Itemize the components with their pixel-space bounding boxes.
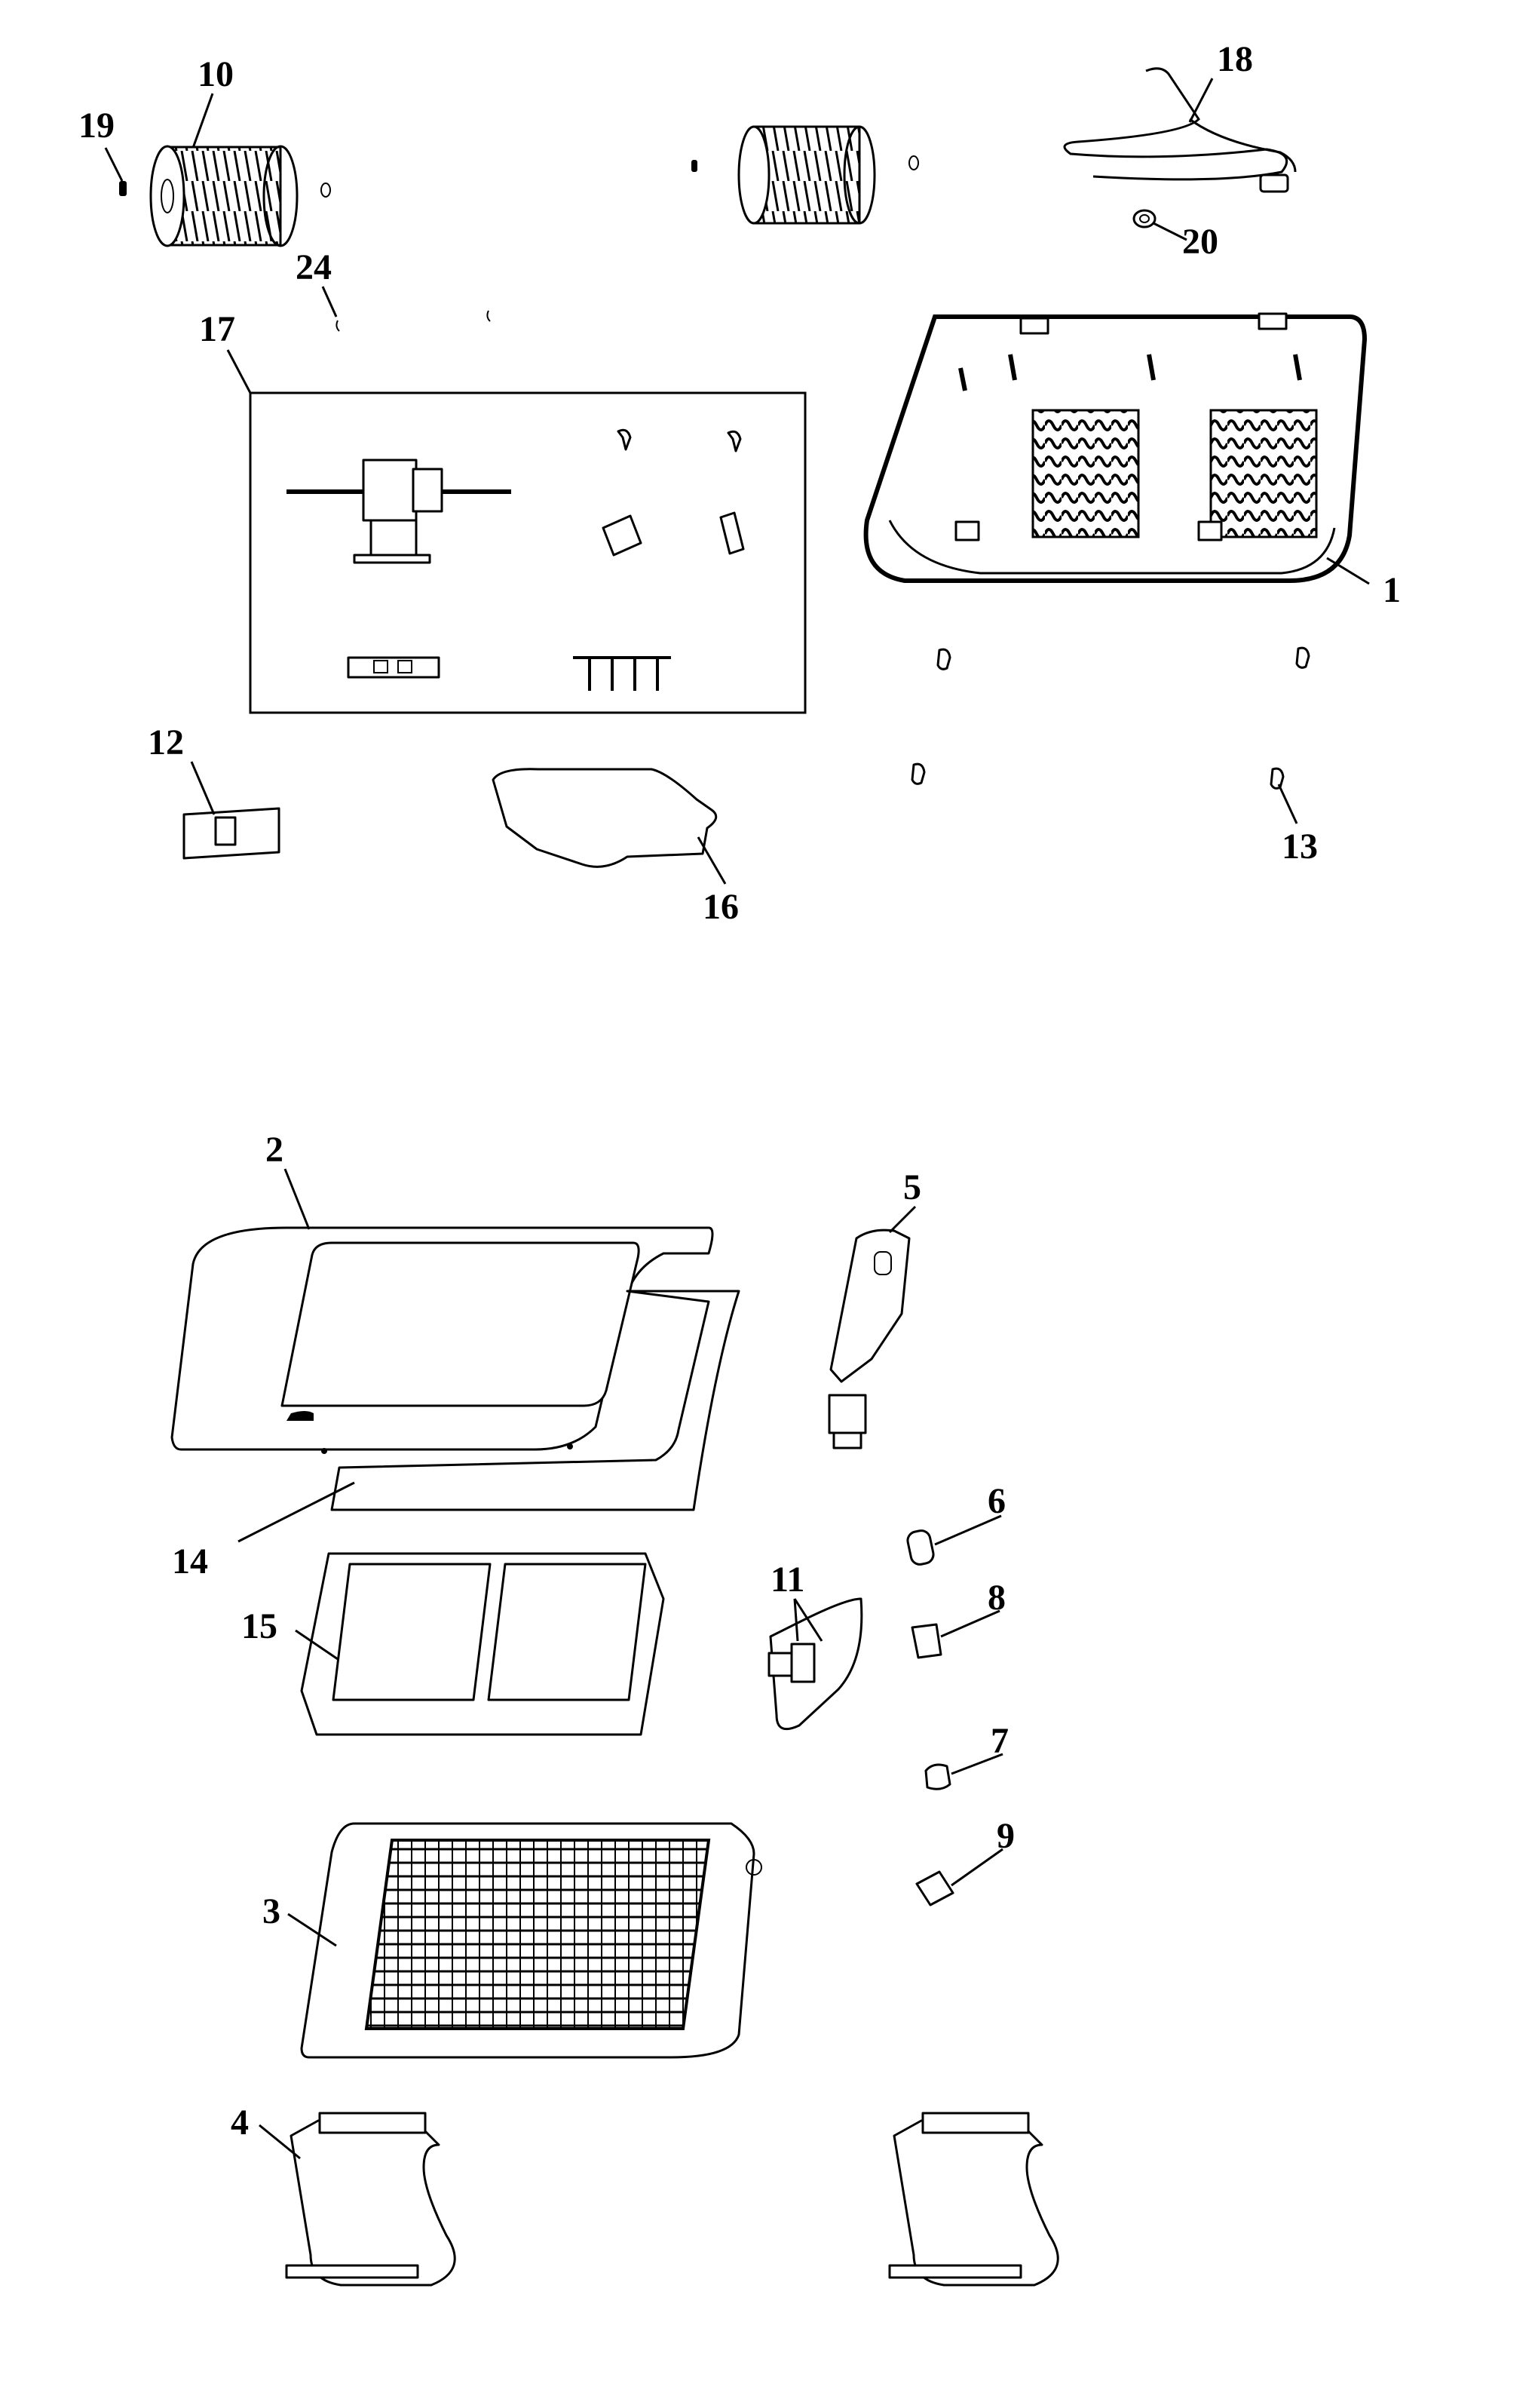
part-12-cover (182, 807, 280, 860)
part-1-housing (863, 312, 1368, 583)
part-4-scroll-housing (285, 2112, 456, 2287)
part-5-bracket (828, 1229, 911, 1449)
callout-18: 18 (1217, 39, 1253, 79)
callout-4: 4 (231, 2103, 249, 2143)
callout-6: 6 (988, 1481, 1006, 1521)
part-3-grille-assembly (300, 1822, 762, 2059)
part-20-grommet (1132, 209, 1157, 229)
callout-10: 10 (198, 54, 234, 94)
washer (908, 155, 919, 170)
callout-13: 13 (1282, 827, 1318, 867)
scroll-housing-right (888, 2112, 1059, 2287)
part-19-screw (119, 181, 127, 196)
part-14-sheet (330, 1290, 740, 1511)
callout-8: 8 (988, 1578, 1006, 1618)
callout-17: 17 (199, 309, 235, 349)
part-8-holder (911, 1623, 942, 1659)
leader-lines (104, 78, 1370, 2160)
callout-5: 5 (903, 1167, 921, 1207)
part-24-clip (335, 310, 491, 332)
callout-16: 16 (703, 887, 739, 927)
callout-11: 11 (771, 1560, 804, 1600)
callout-19: 19 (78, 106, 115, 146)
part-11-control-bracket (767, 1597, 863, 1731)
part-7-cap (924, 1763, 951, 1790)
callout-1: 1 (1383, 570, 1401, 610)
part-10-blower-wheel (149, 145, 299, 247)
callout-2: 2 (265, 1130, 283, 1170)
callout-7: 7 (991, 1721, 1009, 1761)
part-2-front-panel (170, 1226, 714, 1454)
part-10-washer (320, 183, 331, 198)
callouts: 19 10 18 20 24 17 1 12 13 16 2 5 14 15 1… (78, 39, 1401, 2143)
part-18-wire-harness (1063, 67, 1297, 193)
blower-wheel-right (737, 125, 876, 225)
part-15-filter (300, 1552, 665, 1736)
callout-24: 24 (296, 247, 332, 287)
part-13-clip (911, 646, 1310, 790)
callout-15: 15 (241, 1606, 277, 1646)
part-6-thermistor (906, 1529, 935, 1566)
callout-12: 12 (148, 722, 184, 762)
part-9-holder (915, 1870, 954, 1906)
callout-3: 3 (262, 1891, 280, 1931)
part-17-motor-kit (249, 391, 807, 714)
callout-9: 9 (997, 1816, 1015, 1856)
callout-20: 20 (1182, 222, 1218, 262)
callout-14: 14 (172, 1541, 208, 1581)
part-16-duct (492, 768, 718, 868)
screw (691, 160, 697, 172)
